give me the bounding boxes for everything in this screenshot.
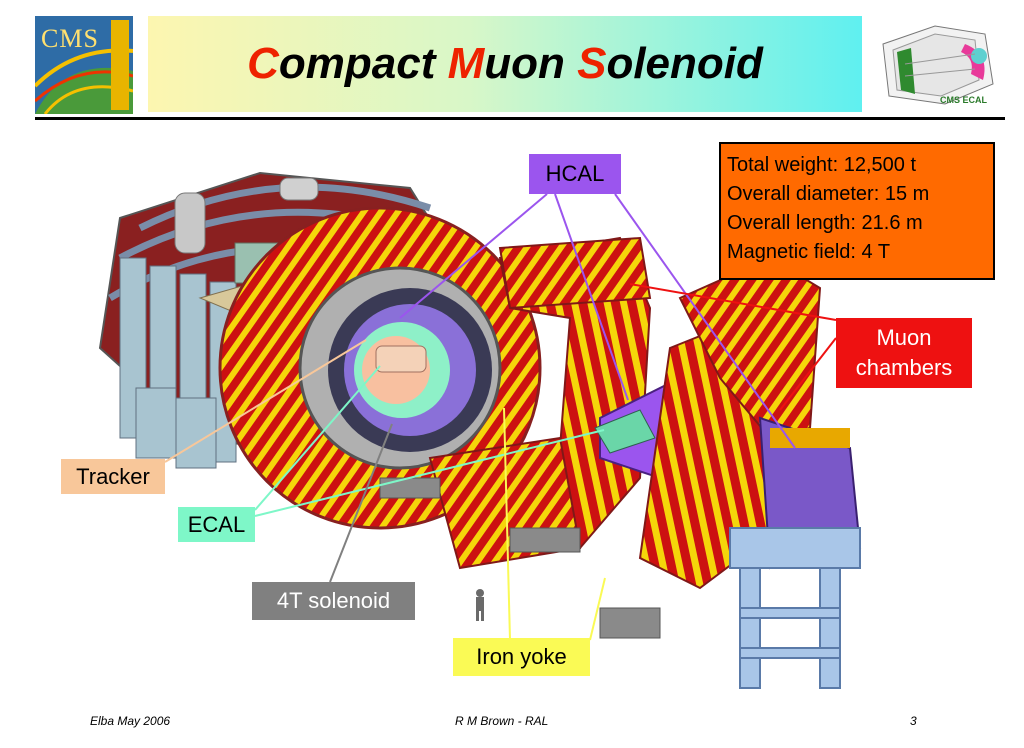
muon-chambers-label: Muon chambers <box>836 318 972 388</box>
page-title: Compact Muon Solenoid <box>247 39 763 89</box>
title-word: uon <box>484 39 578 88</box>
spec-label: Magnetic field: <box>727 241 856 263</box>
solenoid-label: 4T solenoid <box>252 582 415 620</box>
spec-value: 21.6 m <box>861 212 923 234</box>
ecal-label: ECAL <box>178 507 255 542</box>
title-word: ompact <box>278 39 448 88</box>
title-letter: S <box>577 39 607 88</box>
title-letter: M <box>447 39 485 88</box>
spec-label: Overall diameter: <box>727 183 880 205</box>
cms-logo: CMS <box>35 16 133 114</box>
title-banner: Compact Muon Solenoid <box>148 16 862 112</box>
footer-author: R M Brown - RAL <box>455 714 549 728</box>
title-word: olenoid <box>606 39 763 88</box>
spec-value: 4 T <box>861 241 891 263</box>
specifications-box: Total weight: 12,500 t Overall diameter:… <box>719 142 995 280</box>
footer-date: Elba May 2006 <box>90 714 171 728</box>
title-divider <box>35 117 1005 120</box>
spec-row: Overall length: 21.6 m <box>727 209 987 238</box>
spec-value: 12,500 t <box>843 154 917 176</box>
spec-row: Overall diameter: 15 m <box>727 180 987 209</box>
tracker-label: Tracker <box>61 459 165 494</box>
spec-value: 15 m <box>884 183 930 205</box>
muon-label-line1: Muon <box>876 325 932 350</box>
logo-text: CMS <box>41 24 99 53</box>
ecal-thumbnail <box>875 14 999 112</box>
page-number: 3 <box>910 714 917 728</box>
spec-row: Total weight: 12,500 t <box>727 151 987 180</box>
spec-label: Overall length: <box>727 212 856 234</box>
iron-yoke-label: Iron yoke <box>453 638 590 676</box>
cms-detector-illustration <box>98 171 862 689</box>
spec-row: Magnetic field: 4 T <box>727 238 987 267</box>
muon-label-line2: chambers <box>855 355 953 380</box>
title-letter: C <box>247 39 279 88</box>
spec-label: Total weight: <box>727 154 839 176</box>
ecal-thumbnail-caption: CMS ECAL <box>940 95 987 105</box>
hcal-label: HCAL <box>529 154 621 194</box>
